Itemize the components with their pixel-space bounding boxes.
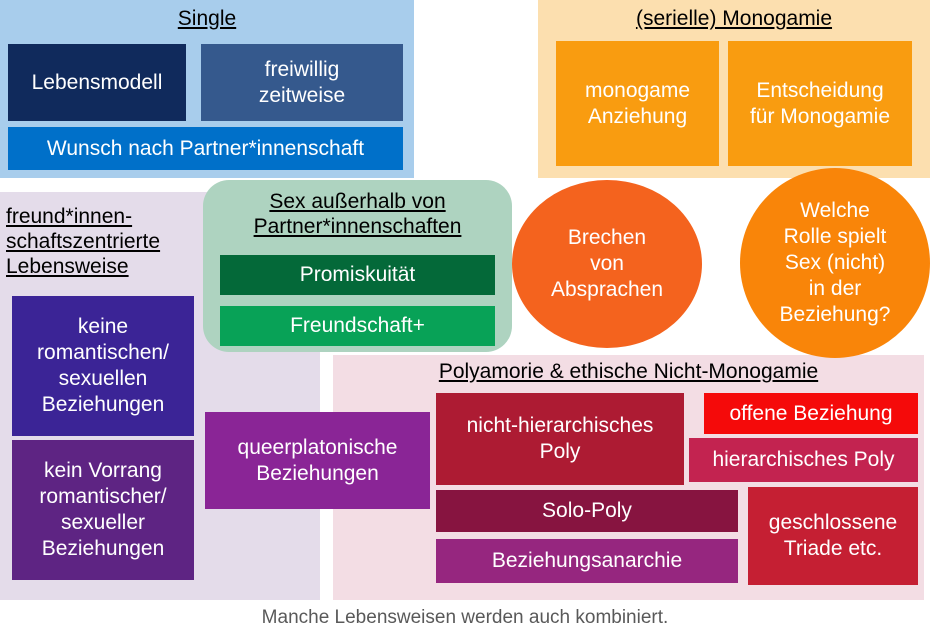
- poly-title: Polyamorie & ethische Nicht-Monogamie: [438, 360, 819, 383]
- poly-box-geschlossene-triade[interactable]: geschlossene Triade etc.: [748, 487, 918, 585]
- single-box-lebensmodell[interactable]: Lebensmodell: [8, 44, 186, 121]
- friendship-box-keine-beziehungen[interactable]: keine romantischen/ sexuellen Beziehunge…: [12, 296, 194, 436]
- sex-outside-title: Sex außerhalb von Partner*innenschaften: [253, 190, 462, 238]
- friendship-box-kein-vorrang[interactable]: kein Vorrang romantischer/ sexueller Bez…: [12, 440, 194, 580]
- poly-box-offene-beziehung[interactable]: offene Beziehung: [704, 393, 918, 434]
- poly-box-nicht-hierarchisches[interactable]: nicht-hierarchisches Poly: [436, 393, 684, 485]
- friendship-box-queerplatonische[interactable]: queerplatonische Beziehungen: [205, 412, 430, 509]
- circle-brechen-von-absprachen[interactable]: Brechen von Absprachen: [512, 180, 702, 348]
- region-sex-outside: Sex außerhalb von Partner*innenschaften …: [203, 180, 512, 352]
- region-monogamy: (serielle) Monogamie monogame Anziehung …: [538, 0, 930, 178]
- poly-box-hierarchisches-poly[interactable]: hierarchisches Poly: [689, 438, 918, 482]
- region-polyamory: Polyamorie & ethische Nicht-Monogamie ni…: [333, 355, 924, 600]
- circle-welche-rolle-spielt-sex[interactable]: Welche Rolle spielt Sex (nicht) in der B…: [740, 168, 930, 358]
- diagram-caption: Manche Lebensweisen werden auch kombinie…: [261, 607, 669, 628]
- monogamy-box-monogame-anziehung[interactable]: monogame Anziehung: [556, 41, 719, 166]
- region-single: Single Lebensmodell freiwillig zeitweise…: [0, 0, 414, 178]
- monogamy-title: (serielle) Monogamie: [635, 7, 833, 30]
- monogamy-box-entscheidung[interactable]: Entscheidung für Monogamie: [728, 41, 912, 166]
- single-box-wunsch-partnerschaft[interactable]: Wunsch nach Partner*innenschaft: [8, 127, 403, 170]
- single-title: Single: [177, 7, 237, 30]
- poly-box-solo-poly[interactable]: Solo-Poly: [436, 490, 738, 532]
- single-box-freiwillig-zeitweise[interactable]: freiwillig zeitweise: [201, 44, 403, 121]
- poly-box-beziehungsanarchie[interactable]: Beziehungsanarchie: [436, 539, 738, 583]
- sex-outside-box-freundschaft-plus[interactable]: Freundschaft+: [220, 306, 495, 346]
- friendship-title: freund*innen- schaftszentrierte Lebenswe…: [6, 205, 161, 278]
- sex-outside-box-promiskuitaet[interactable]: Promiskuität: [220, 255, 495, 295]
